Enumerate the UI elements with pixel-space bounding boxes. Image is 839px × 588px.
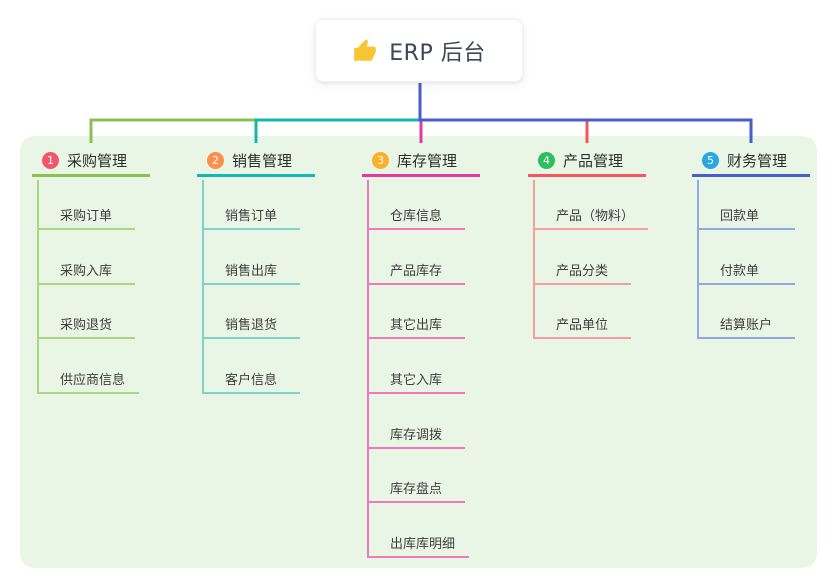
child-node-label: 采购退货 <box>60 318 113 334</box>
child-node-label: 其它出库 <box>390 318 443 334</box>
child-node[interactable]: 采购订单 <box>39 180 135 230</box>
child-node-label: 产品（物料） <box>556 209 635 224</box>
priority-badge: 5 <box>702 152 719 169</box>
branch-node[interactable]: 5 财务管理 <box>692 147 810 177</box>
child-node[interactable]: 产品（物料） <box>535 180 649 230</box>
priority-badge: 3 <box>372 152 389 169</box>
priority-badge: 4 <box>538 152 555 169</box>
child-node[interactable]: 产品单位 <box>535 285 631 340</box>
branch-children: 仓库信息产品库存其它出库其它入库库存调拨库存盘点出库库明细 <box>367 180 470 559</box>
child-node-label: 销售订单 <box>225 209 278 224</box>
child-node-label: 出库库明细 <box>390 537 456 553</box>
root-node[interactable]: ERP 后台 <box>315 19 523 82</box>
child-node[interactable]: 采购入库 <box>39 230 135 285</box>
child-node-label: 产品分类 <box>556 263 609 279</box>
child-node-label: 采购订单 <box>60 209 113 224</box>
child-node-label: 付款单 <box>720 263 760 279</box>
child-node[interactable]: 付款单 <box>699 230 795 285</box>
branch-children: 回款单付款单结算账户 <box>697 180 795 340</box>
child-node[interactable]: 销售订单 <box>204 180 300 230</box>
child-node[interactable]: 回款单 <box>699 180 795 230</box>
child-node-label: 产品库存 <box>390 263 443 279</box>
child-node-label: 结算账户 <box>720 318 773 334</box>
branch-children: 销售订单销售出库销售退货客户信息 <box>202 180 300 395</box>
branch-node[interactable]: 3 库存管理 <box>362 147 480 177</box>
child-node[interactable]: 库存盘点 <box>369 449 465 504</box>
child-node[interactable]: 其它出库 <box>369 285 465 340</box>
child-node[interactable]: 销售出库 <box>204 230 300 285</box>
child-node-label: 回款单 <box>720 209 760 224</box>
child-node-label: 采购入库 <box>60 263 113 279</box>
child-node-label: 仓库信息 <box>390 209 443 224</box>
child-node[interactable]: 客户信息 <box>204 339 300 395</box>
child-node-label: 库存盘点 <box>390 482 443 498</box>
child-node[interactable]: 库存调拨 <box>369 394 465 449</box>
branch-node[interactable]: 1 采购管理 <box>32 147 150 177</box>
child-node[interactable]: 销售退货 <box>204 285 300 340</box>
branch-node-label: 销售管理 <box>232 152 293 170</box>
child-node-label: 其它入库 <box>390 373 443 389</box>
child-node[interactable]: 仓库信息 <box>369 180 465 230</box>
branch-node[interactable]: 4 产品管理 <box>528 147 646 177</box>
child-node-label: 供应商信息 <box>60 373 126 389</box>
child-node[interactable]: 结算账户 <box>699 285 795 340</box>
child-node[interactable]: 产品库存 <box>369 230 465 285</box>
child-node[interactable]: 产品分类 <box>535 230 631 285</box>
branch-children: 采购订单采购入库采购退货供应商信息 <box>37 180 140 395</box>
child-node-label: 产品单位 <box>556 318 609 334</box>
priority-badge: 2 <box>207 152 224 169</box>
child-node-label: 销售出库 <box>225 263 278 279</box>
branch-node-label: 产品管理 <box>563 152 624 170</box>
priority-badge: 1 <box>42 152 59 169</box>
branches-panel <box>20 136 817 568</box>
child-node[interactable]: 采购退货 <box>39 285 135 340</box>
branch-node-label: 采购管理 <box>67 152 128 170</box>
child-node-label: 库存调拨 <box>390 427 443 443</box>
child-node[interactable]: 出库库明细 <box>369 503 470 559</box>
child-node[interactable]: 供应商信息 <box>39 339 140 395</box>
root-node-label: ERP 后台 <box>389 40 486 66</box>
child-node-label: 客户信息 <box>225 373 278 389</box>
child-node-label: 销售退货 <box>225 318 278 334</box>
branch-children: 产品（物料） 产品分类产品单位 <box>533 180 649 340</box>
child-node[interactable]: 其它入库 <box>369 339 465 395</box>
branch-node-label: 库存管理 <box>397 152 458 170</box>
branch-node[interactable]: 2 销售管理 <box>197 147 315 177</box>
branch-node-label: 财务管理 <box>727 152 788 170</box>
thumbs-up-icon <box>354 38 377 61</box>
